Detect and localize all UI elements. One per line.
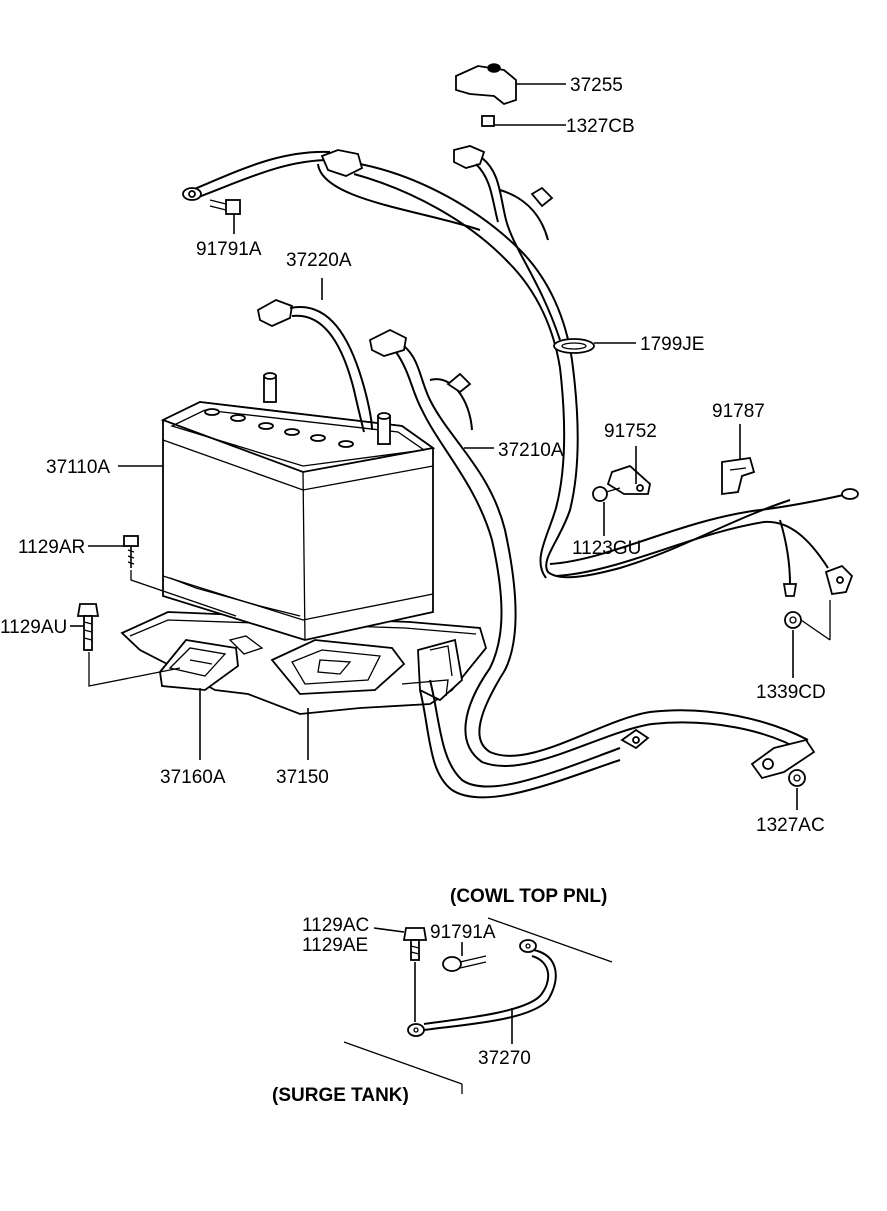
- label-1129AR: 1129AR: [18, 537, 85, 558]
- label-37150: 37150: [276, 767, 329, 788]
- label-37110A: 37110A: [46, 457, 110, 478]
- label-1339CD: 1339CD: [756, 682, 826, 703]
- label-91791A: 91791A: [196, 239, 262, 260]
- label-91787: 91787: [712, 401, 765, 422]
- note-cowl-top-panel: (COWL TOP PNL): [450, 886, 607, 907]
- label-37255: 37255: [570, 75, 623, 96]
- ground-strap: [343, 917, 613, 1094]
- label-1129AU: 1129AU: [0, 617, 67, 638]
- label-1799JE: 1799JE: [640, 334, 704, 355]
- label-91752: 91752: [604, 421, 657, 442]
- label-1129AC: 1129AC: [302, 915, 369, 936]
- battery-hold-down: [159, 639, 239, 691]
- right-harness: [549, 456, 859, 597]
- positive-cable: [368, 328, 816, 799]
- battery-tray: [120, 611, 487, 715]
- label-37270: 37270: [478, 1048, 531, 1069]
- label-1123GU: 1123GU: [572, 538, 641, 559]
- battery: [160, 372, 436, 641]
- leader-lines: [70, 83, 798, 810]
- negative-cable: [256, 299, 373, 433]
- note-surge-tank: (SURGE TANK): [272, 1085, 409, 1106]
- label-1327CB: 1327CB: [566, 116, 635, 137]
- label-37210A: 37210A: [498, 440, 564, 461]
- label-91791A-strap: 91791A: [430, 922, 496, 943]
- upper-harness: [182, 145, 791, 579]
- label-37160A: 37160A: [160, 767, 226, 788]
- label-1129AE: 1129AE: [302, 935, 368, 956]
- label-1327AC: 1327AC: [756, 815, 825, 836]
- part-labels: 37255 1327CB 91791A 37220A 1799JE 91787 …: [0, 75, 826, 1106]
- fasteners: [76, 63, 831, 787]
- label-37220A: 37220A: [286, 250, 352, 271]
